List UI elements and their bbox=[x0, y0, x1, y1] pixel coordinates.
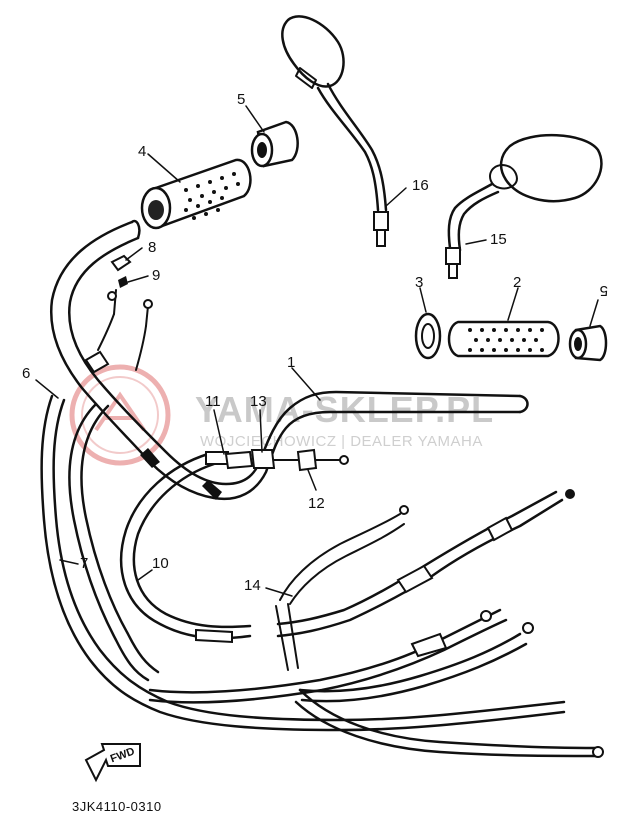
leader-lines bbox=[35, 105, 599, 597]
lower-cables bbox=[148, 608, 604, 758]
harness-cables bbox=[40, 394, 566, 732]
throttle-cable bbox=[119, 451, 252, 644]
handlebar-screws bbox=[84, 254, 153, 374]
diagram-code: 3JK4110-0310 bbox=[72, 799, 162, 814]
grip-end-upper bbox=[250, 120, 299, 168]
callout-8: 8 bbox=[148, 239, 156, 256]
right-mirror bbox=[445, 133, 603, 279]
callout-10: 10 bbox=[152, 555, 169, 572]
callout-11: 11 bbox=[205, 393, 221, 410]
handlebar bbox=[50, 219, 529, 501]
watermark-logo bbox=[69, 364, 171, 466]
callout-6: 6 bbox=[22, 365, 30, 382]
callout-numbers: 1 2 3 4 5 5 6 7 8 9 10 11 12 13 14 15 16 bbox=[22, 91, 608, 594]
callout-4: 4 bbox=[138, 143, 146, 160]
callout-7: 7 bbox=[80, 555, 88, 572]
watermark: YAMA-SKLEP.PL WOJCIECHOWICZ | DEALER YAM… bbox=[69, 364, 494, 466]
throttle-grip bbox=[140, 158, 252, 230]
right-grip-assembly bbox=[414, 312, 608, 362]
cable-14 bbox=[275, 489, 575, 671]
callout-1: 1 bbox=[287, 354, 295, 371]
callout-5-right: 5 bbox=[600, 282, 608, 299]
fwd-arrow: FWD bbox=[84, 743, 141, 783]
callout-5-upper: 5 bbox=[237, 91, 245, 108]
callout-14: 14 bbox=[244, 577, 261, 594]
callout-16: 16 bbox=[412, 177, 429, 194]
watermark-main-text: YAMA-SKLEP.PL bbox=[195, 389, 494, 430]
cable-adjuster bbox=[224, 448, 349, 472]
left-mirror bbox=[281, 15, 389, 247]
callout-13: 13 bbox=[250, 393, 267, 410]
callout-3: 3 bbox=[415, 274, 423, 291]
callout-9: 9 bbox=[152, 267, 160, 284]
watermark-sub-text: WOJCIECHOWICZ | DEALER YAMAHA bbox=[200, 433, 483, 450]
callout-12: 12 bbox=[308, 495, 325, 512]
callout-2: 2 bbox=[513, 274, 521, 291]
callout-15: 15 bbox=[490, 231, 507, 248]
